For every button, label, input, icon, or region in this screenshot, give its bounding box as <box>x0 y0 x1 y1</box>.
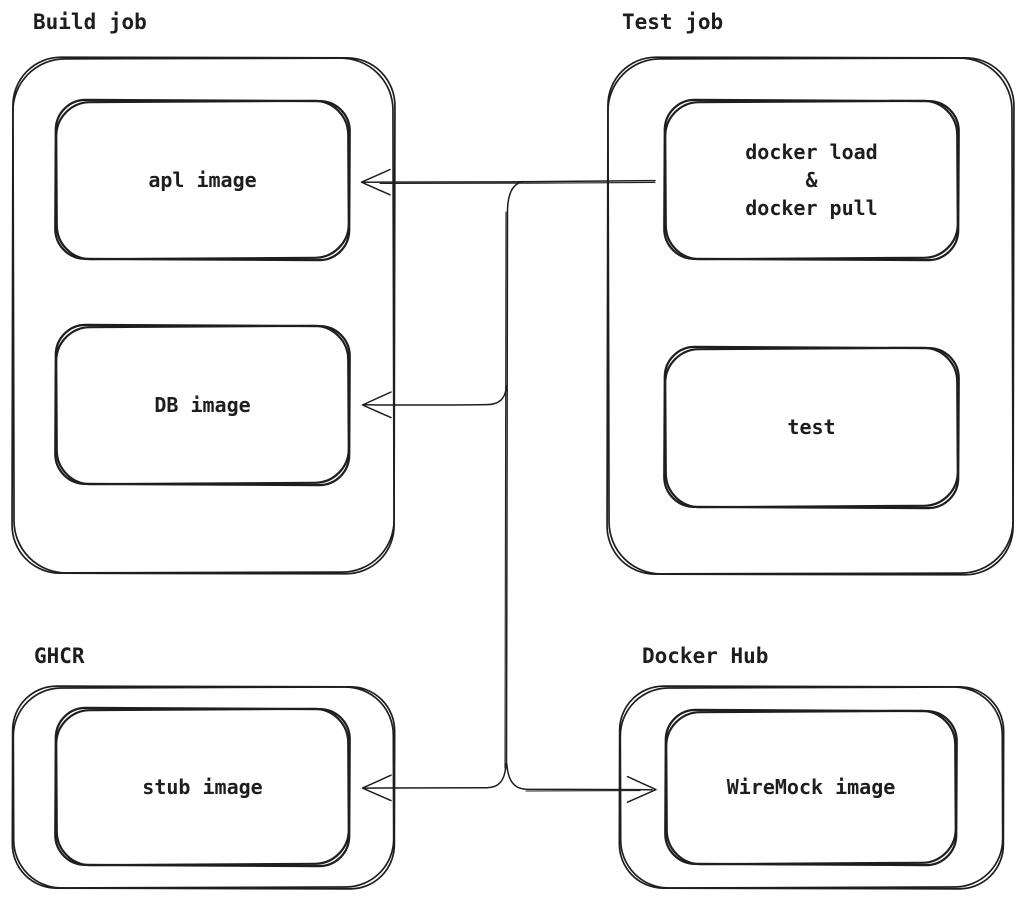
apl-image-label: apl image <box>148 168 257 192</box>
docker-load-label-line2: & <box>805 168 818 192</box>
test-job-label: Test job <box>622 10 724 34</box>
arrowhead-apl <box>360 168 391 196</box>
edge-dockerload-to-db <box>361 385 508 419</box>
arrowhead-stub <box>361 774 392 802</box>
edge-trunk-vertical <box>504 180 524 769</box>
edge-dockerload-to-stub <box>361 763 507 802</box>
db-image-label: DB image <box>154 393 251 417</box>
arrowhead-wiremock <box>626 775 657 803</box>
arrowhead-db <box>361 391 392 419</box>
test-node <box>663 345 960 510</box>
edge-dockerload-to-apl <box>360 168 656 196</box>
docker-hub-label: Docker Hub <box>642 644 769 668</box>
edge-dockerload-to-wiremock <box>506 763 657 803</box>
db-image-node <box>54 323 351 487</box>
ghcr-label: GHCR <box>34 644 85 668</box>
docker-load-node <box>663 98 960 262</box>
stub-image-node <box>54 706 351 868</box>
docker-load-label: docker load & docker pull <box>664 138 959 222</box>
test-label: test <box>787 415 836 439</box>
docker-hub-container <box>618 685 1005 890</box>
build-job-label: Build job <box>33 10 147 34</box>
test-job-container <box>606 56 1015 576</box>
docker-load-label-line1: docker load <box>745 140 878 164</box>
apl-image-node <box>54 98 351 262</box>
build-job-container <box>11 56 396 575</box>
stub-image-label: stub image <box>142 775 263 799</box>
wiremock-image-node <box>664 708 958 867</box>
wiremock-image-label: WireMock image <box>726 775 896 799</box>
docker-load-label-line3: docker pull <box>745 196 878 220</box>
